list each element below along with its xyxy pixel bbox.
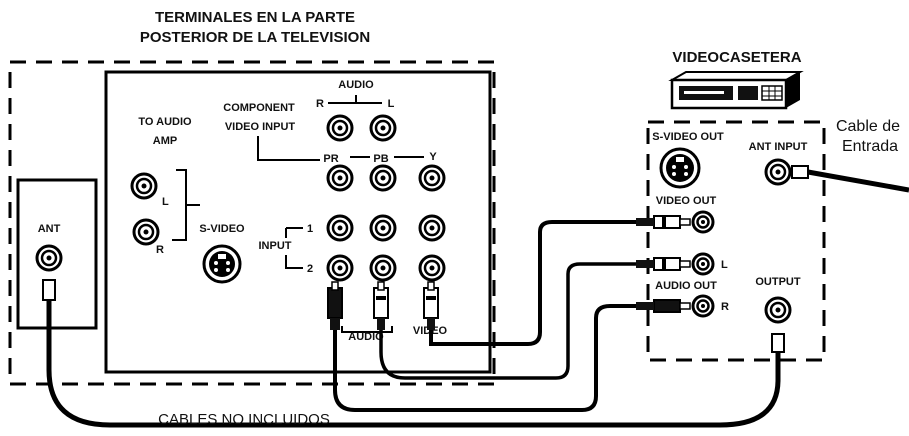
cable-in-connector [791, 165, 909, 193]
vcr-video-out-label: VIDEO OUT [656, 195, 717, 207]
vcr-audio-l-plug [636, 257, 691, 271]
y-label: Y [429, 151, 437, 163]
audio-r-cable [333, 304, 636, 412]
input-label: INPUT [259, 240, 292, 252]
tv-pb-jack [369, 164, 397, 192]
tv-audio-l-plug [373, 281, 389, 330]
vcr-video-out-jack [691, 210, 715, 234]
to-audio-amp-1: TO AUDIO [138, 116, 192, 128]
amp-l-jack [130, 172, 158, 200]
tv-audio-r-plug [327, 281, 343, 330]
tv-input1-video-jack [418, 214, 446, 242]
tv-y-jack [418, 164, 446, 192]
vcr-r-label: R [721, 301, 729, 313]
vcr-video-plug [636, 215, 691, 229]
plug-audio-bracket [341, 326, 393, 333]
to-audio-amp-2: AMP [153, 135, 177, 147]
audio-l-cable [379, 262, 636, 380]
vcr-svideo-jack [659, 147, 701, 189]
pb-label: PB [373, 153, 388, 165]
tv-pr-jack [326, 164, 354, 192]
tv-ant-jack [35, 244, 63, 272]
vcr-ant-input-jack [764, 158, 792, 186]
vcr-audio-r-plug [636, 299, 691, 313]
vcr-boundary [646, 120, 826, 362]
tv-svideo-label: S-VIDEO [199, 223, 245, 235]
tv-back-boundary [8, 60, 496, 386]
vcr-audio-r-jack [691, 294, 715, 318]
title-line-1: TERMINALES EN LA PARTE [155, 9, 355, 26]
vcr-output-connector [771, 333, 785, 353]
vcr-svideo-out-label: S-VIDEO OUT [652, 131, 724, 143]
cable-in-line-2: Entrada [842, 138, 898, 155]
tv-input2-r-jack [326, 254, 354, 282]
input-bracket [285, 227, 303, 269]
audio-label: AUDIO [338, 79, 374, 91]
vcr-audio-l-jack [691, 252, 715, 276]
vcr-ant-input-label: ANT INPUT [749, 141, 808, 153]
plug-audio-label: AUDIO [348, 331, 384, 343]
rf-cable [46, 300, 781, 428]
component-label-2: VIDEO INPUT [225, 121, 296, 133]
tv-input1-l-jack [369, 214, 397, 242]
audio-l-label: L [388, 98, 395, 110]
cables-note: CABLES NO INCLUIDOS [158, 411, 330, 428]
tv-input2-video-jack [418, 254, 446, 282]
vcr-l-label: L [721, 259, 728, 271]
input-2-label: 2 [307, 263, 313, 275]
tv-svideo-jack [202, 244, 242, 284]
vcr-output-jack [764, 296, 792, 324]
component-label-1: COMPONENT [223, 102, 295, 114]
tv-input1-r-jack [326, 214, 354, 242]
tv-video-plug [423, 281, 439, 330]
component-bracket [257, 136, 320, 161]
cable-in-line-1: Cable de [836, 118, 900, 135]
tv-audio-l-jack [369, 114, 397, 142]
amp-r-jack [132, 218, 160, 246]
vcr-title: VIDEOCASETERA [672, 49, 801, 66]
vcr-illustration [668, 71, 804, 110]
amp-l-label: L [162, 196, 169, 208]
pr-label: PR [323, 153, 338, 165]
vcr-output-label: OUTPUT [755, 276, 801, 288]
amp-r-label: R [156, 244, 164, 256]
vcr-audio-out-label: AUDIO OUT [655, 280, 717, 292]
tv-ant-connector [42, 279, 56, 301]
audio-r-label: R [316, 98, 324, 110]
ant-label: ANT [38, 223, 61, 235]
title-line-2: POSTERIOR DE LA TELEVISION [140, 29, 370, 46]
tv-input2-l-jack [369, 254, 397, 282]
audio-bracket [328, 95, 382, 104]
video-cable [429, 220, 636, 346]
input-1-label: 1 [307, 223, 313, 235]
amp-bracket [172, 169, 200, 241]
tv-audio-r-jack [326, 114, 354, 142]
